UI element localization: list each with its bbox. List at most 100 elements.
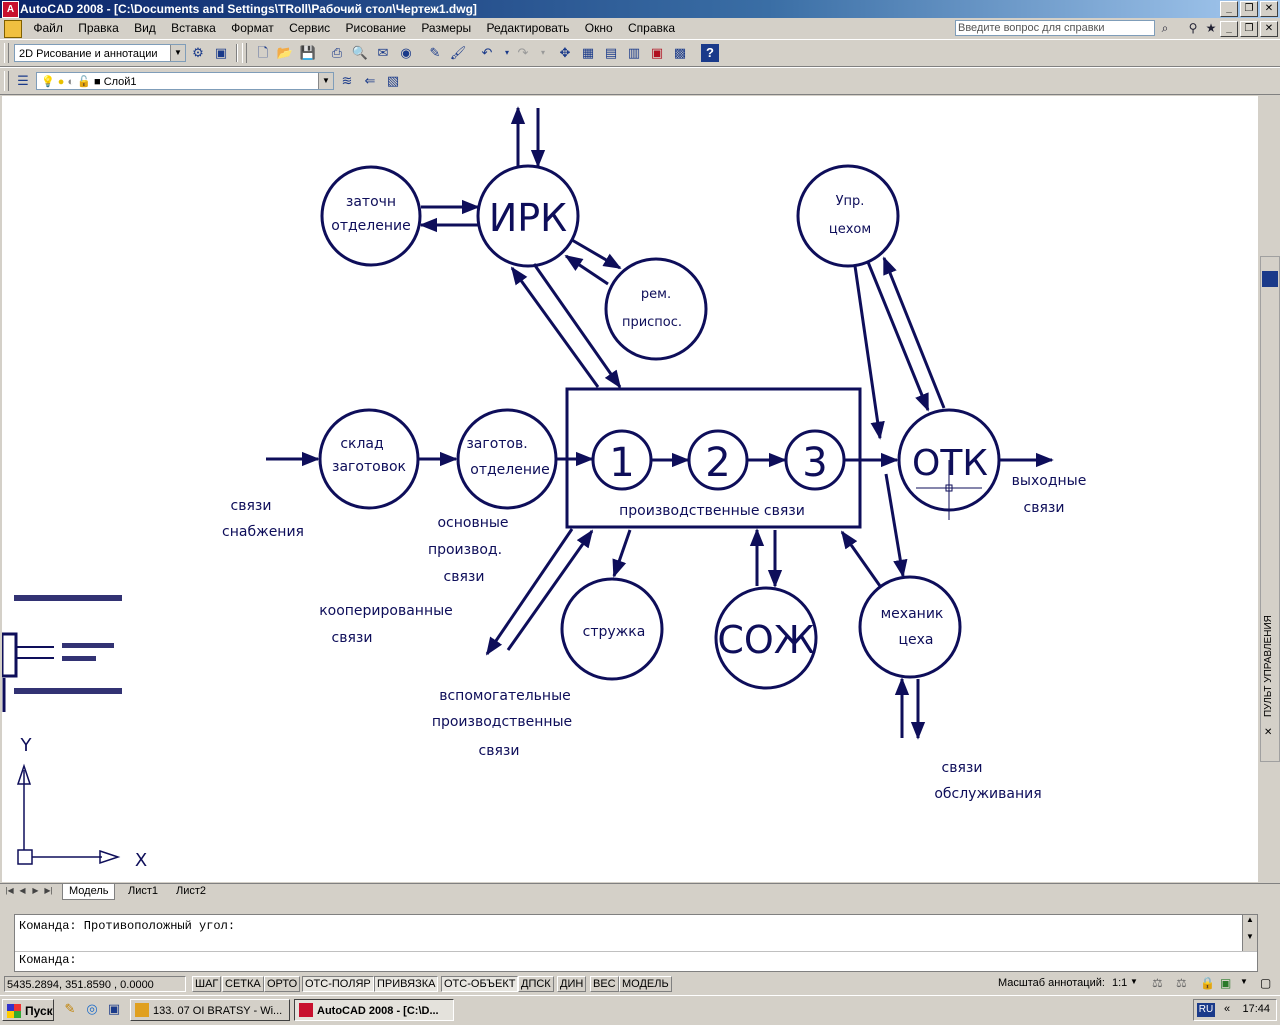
menu-edit[interactable]: Правка (78, 21, 119, 35)
doc-close-button[interactable]: ✕ (1260, 21, 1278, 37)
command-window[interactable]: Команда: Противоположный угол: Команда: … (14, 914, 1258, 972)
minimize-button[interactable]: _ (1220, 1, 1238, 17)
new-file-icon[interactable]: 🗋 (257, 45, 269, 60)
status-tray-icon[interactable]: ▣ (1220, 976, 1232, 990)
toolbar-grip[interactable] (4, 43, 9, 63)
redo-dropdown-icon[interactable]: ▾ (540, 48, 545, 57)
panel-close-icon[interactable]: ✕ (1264, 727, 1273, 738)
panel-icon[interactable] (1262, 271, 1278, 287)
prev-tab-icon[interactable]: ◀ (19, 886, 26, 895)
taskbar-item-browser[interactable]: 133. 07 OI BRATSY - Wi... (130, 999, 290, 1021)
design-center-icon[interactable]: ▤ (604, 45, 618, 60)
publish-icon[interactable]: ✉ (377, 45, 389, 60)
next-tab-icon[interactable]: ▶ (32, 886, 39, 895)
toolbar-grip[interactable] (242, 43, 247, 63)
tab-sheet1[interactable]: Лист1 (128, 885, 159, 897)
lock-icon[interactable]: 🔒 (1200, 976, 1215, 990)
toggle-otrack[interactable]: ОТС-ОБЪЕКТ (441, 976, 519, 992)
calculator-icon[interactable]: ▩ (673, 45, 687, 60)
layer-states-icon[interactable]: ▧ (386, 73, 400, 88)
toggle-dyn[interactable]: ДИН (557, 976, 587, 992)
toggle-snap[interactable]: ШАГ (192, 976, 222, 992)
workspace-select[interactable]: 2D Рисование и аннотации ▼ (14, 44, 186, 62)
chevron-down-icon[interactable]: ▼ (1240, 977, 1248, 986)
menu-draw[interactable]: Рисование (345, 21, 406, 35)
taskbar-item-autocad[interactable]: AutoCAD 2008 - [C:\D... (294, 999, 454, 1021)
language-indicator[interactable]: RU (1197, 1003, 1215, 1017)
document-icon[interactable] (4, 20, 22, 38)
drawing-area[interactable]: заточн отделение ИРК рем. приспос. Упр. … (2, 96, 1258, 882)
open-folder-icon[interactable]: 📂 (276, 45, 294, 60)
undo-icon[interactable]: ↶ (481, 45, 493, 60)
undo-dropdown-icon[interactable]: ▾ (504, 48, 509, 57)
menu-help[interactable]: Справка (628, 21, 676, 35)
cut-pencil-icon[interactable]: ✎ (429, 45, 441, 60)
properties-icon[interactable]: ▦ (581, 45, 595, 60)
quicklaunch-explorer-icon[interactable]: ▣ (107, 1001, 121, 1016)
3d-dwf-icon[interactable]: ◉ (400, 45, 412, 60)
menu-modify[interactable]: Редактировать (486, 21, 570, 35)
redo-icon[interactable]: ↷ (517, 45, 529, 60)
chevron-down-icon[interactable]: ▼ (1130, 977, 1138, 986)
node-blanking-circle (456, 408, 558, 510)
start-button[interactable]: Пуск (2, 999, 54, 1021)
menu-insert[interactable]: Вставка (171, 21, 216, 35)
close-button[interactable]: ✕ (1260, 1, 1278, 17)
menu-format[interactable]: Формат (231, 21, 274, 35)
restore-button[interactable]: ❐ (1240, 1, 1258, 17)
menu-view[interactable]: Вид (134, 21, 156, 35)
favorites-star-icon[interactable]: ★ (1205, 21, 1217, 35)
match-properties-icon[interactable]: 🖌 (449, 45, 467, 60)
menu-tools[interactable]: Сервис (289, 21, 331, 35)
print-preview-icon[interactable]: 🔍 (351, 45, 369, 60)
save-icon[interactable]: 💾 (299, 45, 317, 60)
quicklaunch-browser-icon[interactable]: ◎ (86, 1001, 98, 1016)
make-current-layer-icon[interactable]: ≋ (341, 73, 353, 88)
show-hidden-icons-icon[interactable]: « (1224, 1003, 1231, 1015)
annotation-scale-select[interactable]: 1:1 (1112, 977, 1128, 989)
pan-realtime-icon[interactable]: ✥ (559, 45, 571, 60)
workspace-settings-icon[interactable]: ⚙ (192, 45, 204, 60)
sheet-set-icon[interactable]: ▣ (650, 45, 664, 60)
first-tab-icon[interactable]: |◀ (5, 886, 14, 895)
tab-model[interactable]: Модель (62, 884, 116, 900)
print-icon[interactable]: ⎙ (331, 45, 343, 60)
scroll-up-icon[interactable]: ▲ (1246, 915, 1254, 924)
scroll-down-icon[interactable]: ▼ (1246, 932, 1254, 941)
clean-screen-icon[interactable]: ▢ (1260, 976, 1272, 990)
toggle-ortho[interactable]: ОРТО (264, 976, 301, 992)
annotation-visibility-icon[interactable]: ⚖ (1152, 976, 1163, 990)
control-panel-sidebar[interactable]: ПУЛЬТ УПРАВЛЕНИЯ ✕ (1260, 256, 1280, 762)
menu-dimension[interactable]: Размеры (421, 21, 472, 35)
toggle-lwt[interactable]: ВЕС (590, 976, 619, 992)
layer-select[interactable]: 💡 ● ◐ 🔓 ■ Слой1 ▼ (36, 72, 334, 90)
layer-manager-icon[interactable]: ☰ (17, 73, 29, 88)
layer-previous-icon[interactable]: ⇐ (364, 73, 376, 88)
toggle-ducs[interactable]: ДПСК (518, 976, 554, 992)
tab-sheet2[interactable]: Лист2 (176, 885, 207, 897)
toggle-polar[interactable]: ОТС-ПОЛЯР (302, 976, 374, 992)
toggle-osnap[interactable]: ПРИВЯЗКА (374, 976, 439, 992)
menu-window[interactable]: Окно (584, 21, 613, 35)
communication-center-icon[interactable]: ⚲ (1188, 21, 1198, 35)
chevron-down-icon[interactable]: ▼ (170, 45, 185, 61)
toggle-model[interactable]: МОДЕЛЬ (619, 976, 672, 992)
workspace-save-icon[interactable]: ▣ (214, 45, 228, 60)
doc-minimize-button[interactable]: _ (1220, 21, 1238, 37)
command-prompt[interactable]: Команда: (19, 953, 77, 967)
toolbar-grip[interactable] (4, 71, 9, 91)
help-search-input[interactable]: Введите вопрос для справки (955, 20, 1155, 36)
help-icon[interactable]: ? (701, 44, 719, 62)
auto-scale-icon[interactable]: ⚖ (1176, 976, 1187, 990)
coordinates-readout[interactable]: 5435.2894, 351.8590 , 0.0000 (4, 976, 186, 992)
menu-file[interactable]: Файл (33, 21, 63, 35)
last-tab-icon[interactable]: ▶| (44, 886, 53, 895)
command-scrollbar[interactable]: ▲ ▼ (1242, 915, 1257, 951)
chevron-down-icon[interactable]: ▼ (318, 73, 333, 89)
doc-restore-button[interactable]: ❐ (1240, 21, 1258, 37)
search-icon[interactable]: ⌕ (1161, 21, 1169, 35)
toggle-grid[interactable]: СЕТКА (222, 976, 264, 992)
quicklaunch-tool-icon[interactable]: ✎ (64, 1001, 76, 1016)
autocad-app-icon[interactable]: A (2, 1, 19, 18)
tool-palettes-icon[interactable]: ▥ (627, 45, 641, 60)
